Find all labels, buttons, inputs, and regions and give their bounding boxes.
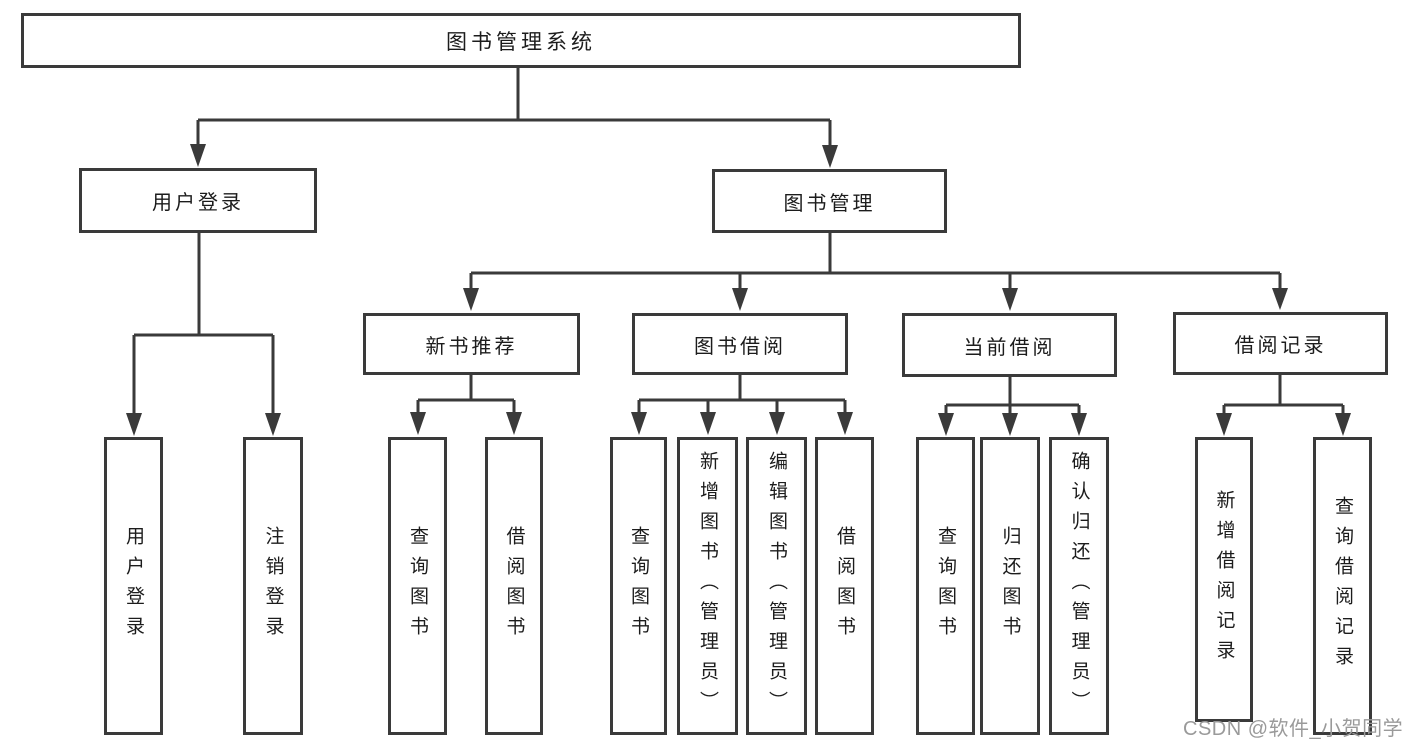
leaf-query-books-current: 查询图书 xyxy=(916,437,975,735)
leaf-query-borrow-record: 查询借阅记录 xyxy=(1313,437,1372,735)
leaf-user-login-label: 用户登录 xyxy=(123,526,144,646)
leaf-edit-book-admin-label: 编辑图书（管理员） xyxy=(766,451,787,721)
node-new-book-recommend: 新书推荐 xyxy=(363,313,580,375)
leaf-borrow-books-recommend: 借阅图书 xyxy=(485,437,543,735)
edge-new-book-children xyxy=(410,375,522,435)
edge-borrow-record-children xyxy=(1216,375,1351,436)
leaf-return-books: 归还图书 xyxy=(980,437,1040,735)
edge-current-borrow-children xyxy=(938,377,1087,436)
node-book-borrow: 图书借阅 xyxy=(632,313,848,375)
leaf-query-books-borrow: 查询图书 xyxy=(610,437,667,735)
node-book-borrow-label: 图书借阅 xyxy=(694,335,786,358)
node-borrow-records: 借阅记录 xyxy=(1173,312,1388,375)
leaf-query-borrow-record-label: 查询借阅记录 xyxy=(1332,496,1353,676)
leaf-confirm-return-admin: 确认归还（管理员） xyxy=(1049,437,1109,735)
leaf-return-books-label: 归还图书 xyxy=(999,526,1021,646)
node-user-login-label: 用户登录 xyxy=(152,192,244,214)
node-book-management: 图书管理 xyxy=(712,169,947,233)
leaf-query-books-recommend: 查询图书 xyxy=(388,437,447,735)
leaf-query-books-current-label: 查询图书 xyxy=(935,526,956,646)
node-current-borrow: 当前借阅 xyxy=(902,313,1117,377)
leaf-query-books-recommend-label: 查询图书 xyxy=(407,526,428,646)
leaf-add-book-admin: 新增图书（管理员） xyxy=(677,437,738,735)
node-book-management-label: 图书管理 xyxy=(783,192,876,215)
node-current-borrow-label: 当前借阅 xyxy=(963,336,1056,359)
node-new-book-recommend-label: 新书推荐 xyxy=(425,335,518,358)
node-borrow-records-label: 借阅记录 xyxy=(1234,335,1327,357)
edge-root-to-level2 xyxy=(190,68,838,168)
node-root-system: 图书管理系统 xyxy=(21,13,1021,68)
leaf-logout-login: 注销登录 xyxy=(243,437,303,735)
node-user-login: 用户登录 xyxy=(79,168,317,233)
leaf-add-borrow-record-label: 新增借阅记录 xyxy=(1213,489,1235,670)
leaf-add-borrow-record: 新增借阅记录 xyxy=(1195,437,1253,722)
csdn-watermark: CSDN @软件_小贺同学 xyxy=(1183,718,1404,740)
edge-book-management-children xyxy=(463,233,1288,311)
leaf-add-book-admin-label: 新增图书（管理员） xyxy=(697,451,718,721)
edge-book-borrow-children xyxy=(631,375,853,435)
leaf-edit-book-admin: 编辑图书（管理员） xyxy=(746,437,807,735)
edge-user-login-children xyxy=(126,233,281,436)
leaf-logout-login-label: 注销登录 xyxy=(262,526,284,646)
leaf-borrow-books-recommend-label: 借阅图书 xyxy=(503,526,525,646)
leaf-borrow-books-label: 借阅图书 xyxy=(834,526,855,646)
leaf-borrow-books: 借阅图书 xyxy=(815,437,874,735)
leaf-confirm-return-admin-label: 确认归还（管理员） xyxy=(1068,451,1090,721)
leaf-query-books-borrow-label: 查询图书 xyxy=(628,526,649,646)
node-root-system-label: 图书管理系统 xyxy=(446,30,596,54)
leaf-user-login: 用户登录 xyxy=(104,437,163,735)
